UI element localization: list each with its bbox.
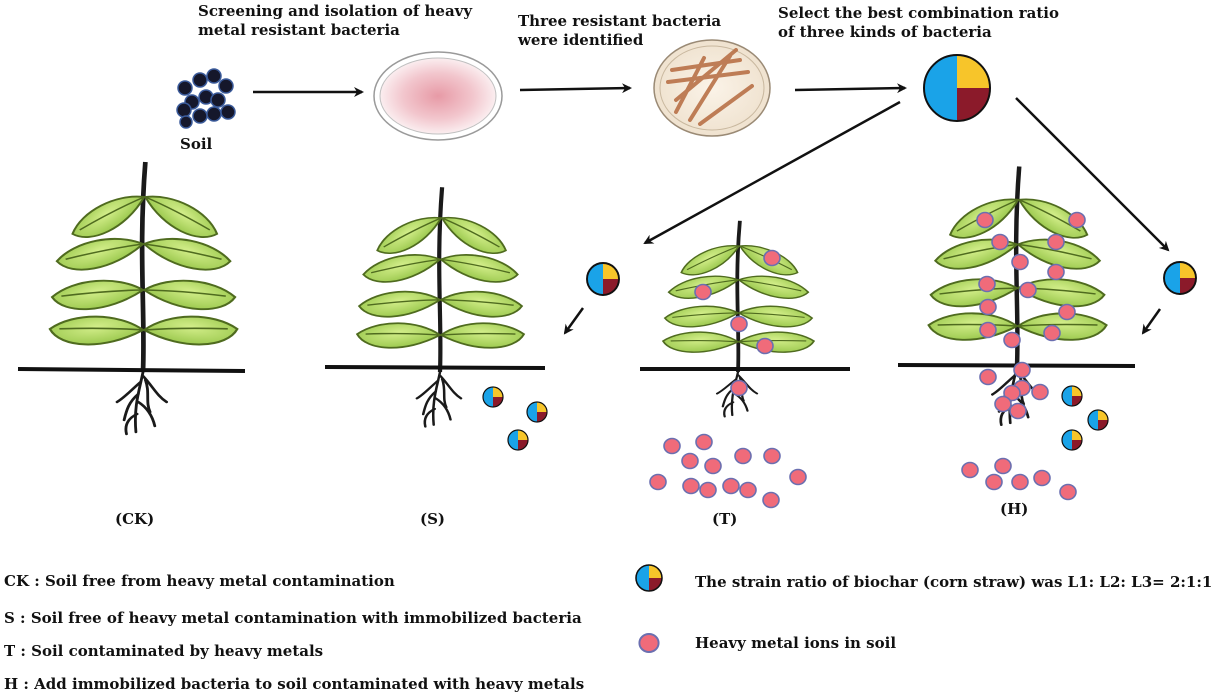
heavy-metal-ion xyxy=(682,477,700,495)
bacteria-mix-icon xyxy=(586,262,620,296)
heavy-metal-ion xyxy=(681,452,699,470)
heavy-metal-ion xyxy=(1047,233,1065,251)
bacteria-mix-icon xyxy=(482,386,504,408)
screening-line-2: metal resistant bacteria xyxy=(198,21,400,39)
legend-heavy-metal-ions: Heavy metal ions in soil xyxy=(695,634,897,652)
arrow-mix-to-s-soil xyxy=(563,307,585,335)
ratio-line-1: Select the best combination ratio xyxy=(778,4,1059,22)
bacteria-mix-icon xyxy=(1061,385,1083,407)
heavy-metal-ion xyxy=(1058,303,1076,321)
group-label-ck: (CK) xyxy=(115,510,155,528)
heavy-metal-ion xyxy=(991,233,1009,251)
heavy-metal-ion xyxy=(978,275,996,293)
heavy-metal-ion xyxy=(695,433,713,451)
ground-line-ck xyxy=(17,367,246,373)
ratio-line-2: of three kinds of bacteria xyxy=(778,23,992,41)
heavy-metal-ion xyxy=(756,337,774,355)
heavy-metal-ion xyxy=(762,491,780,509)
bacteria-mix-icon xyxy=(507,429,529,451)
identified-line-1: Three resistant bacteria xyxy=(518,12,722,30)
bacteria-mix-icon xyxy=(526,401,548,423)
bacteria-mix-icon xyxy=(1087,409,1109,431)
ground-line-s xyxy=(324,365,546,370)
legend-biochar-ratio: The strain ratio of biochar (corn straw)… xyxy=(695,573,1212,591)
heavy-metal-ion xyxy=(1047,263,1065,281)
heavy-metal-ion xyxy=(1068,211,1086,229)
arrow-streak-to-mix xyxy=(794,83,907,94)
legend-ck: CK : Soil free from heavy metal contamin… xyxy=(4,572,395,590)
heavy-metal-ion xyxy=(699,481,717,499)
heavy-metal-ion xyxy=(730,379,748,397)
legend-t: T : Soil contaminated by heavy metals xyxy=(4,642,324,660)
group-label-s: (S) xyxy=(420,510,446,528)
soil-particles-icon xyxy=(176,68,236,129)
heavy-metal-ion xyxy=(704,457,722,475)
legend-bacteria-mix-icon xyxy=(635,564,663,592)
heavy-metal-ion xyxy=(1043,324,1061,342)
heavy-metal-ion xyxy=(789,468,807,486)
heavy-metal-ion xyxy=(976,211,994,229)
heavy-metal-ion xyxy=(979,321,997,339)
ratio-step-label: Select the best combination ratio of thr… xyxy=(778,4,1078,42)
arrow-dish-to-streak xyxy=(519,83,632,94)
heavy-metal-ion xyxy=(722,477,740,495)
heavy-metal-ion xyxy=(994,457,1012,475)
legend-heavy-metal-ion-icon xyxy=(638,633,660,653)
heavy-metal-ion xyxy=(763,249,781,267)
heavy-metal-ion xyxy=(1059,483,1077,501)
heavy-metal-ion xyxy=(961,461,979,479)
heavy-metal-ion xyxy=(730,315,748,333)
legend-s: S : Soil free of heavy metal contaminati… xyxy=(4,609,582,627)
identified-line-2: were identified xyxy=(518,31,644,49)
heavy-metal-ion xyxy=(739,481,757,499)
heavy-metal-ion xyxy=(1009,402,1027,420)
soil-label: Soil xyxy=(180,135,213,153)
screening-step-label: Screening and isolation of heavy metal r… xyxy=(198,2,498,40)
heavy-metal-ion xyxy=(979,368,997,386)
bacteria-mix-icon xyxy=(1061,429,1083,451)
arrow-mix-to-h xyxy=(1015,97,1170,252)
legend-h: H : Add immobilized bacteria to soil con… xyxy=(4,675,585,693)
heavy-metal-ion xyxy=(979,298,997,316)
heavy-metal-ion xyxy=(1033,469,1051,487)
heavy-metal-ion xyxy=(985,473,1003,491)
heavy-metal-ion xyxy=(1019,281,1037,299)
heavy-metal-ion xyxy=(1031,383,1049,401)
heavy-metal-ion xyxy=(1013,361,1031,379)
petri-dish-isolation-icon xyxy=(373,51,503,141)
arrow-mix-to-h-soil xyxy=(1141,308,1162,335)
group-label-h: (H) xyxy=(1000,500,1029,518)
bacteria-combination-pie-icon xyxy=(923,54,991,122)
arrow-mix-to-s xyxy=(643,100,901,245)
heavy-metal-ion xyxy=(694,283,712,301)
identified-step-label: Three resistant bacteria were identified xyxy=(518,12,738,50)
heavy-metal-ion xyxy=(734,447,752,465)
bacteria-mix-icon xyxy=(1163,261,1197,295)
heavy-metal-ion xyxy=(994,395,1012,413)
heavy-metal-ion xyxy=(1011,253,1029,271)
heavy-metal-ion xyxy=(663,437,681,455)
group-label-t: (T) xyxy=(712,510,738,528)
heavy-metal-ion xyxy=(763,447,781,465)
plant-ck xyxy=(49,162,239,434)
heavy-metal-ion xyxy=(1003,331,1021,349)
heavy-metal-ion xyxy=(649,473,667,491)
screening-line-1: Screening and isolation of heavy xyxy=(198,2,473,20)
heavy-metal-ion xyxy=(1011,473,1029,491)
petri-dish-streak-icon xyxy=(653,39,771,137)
